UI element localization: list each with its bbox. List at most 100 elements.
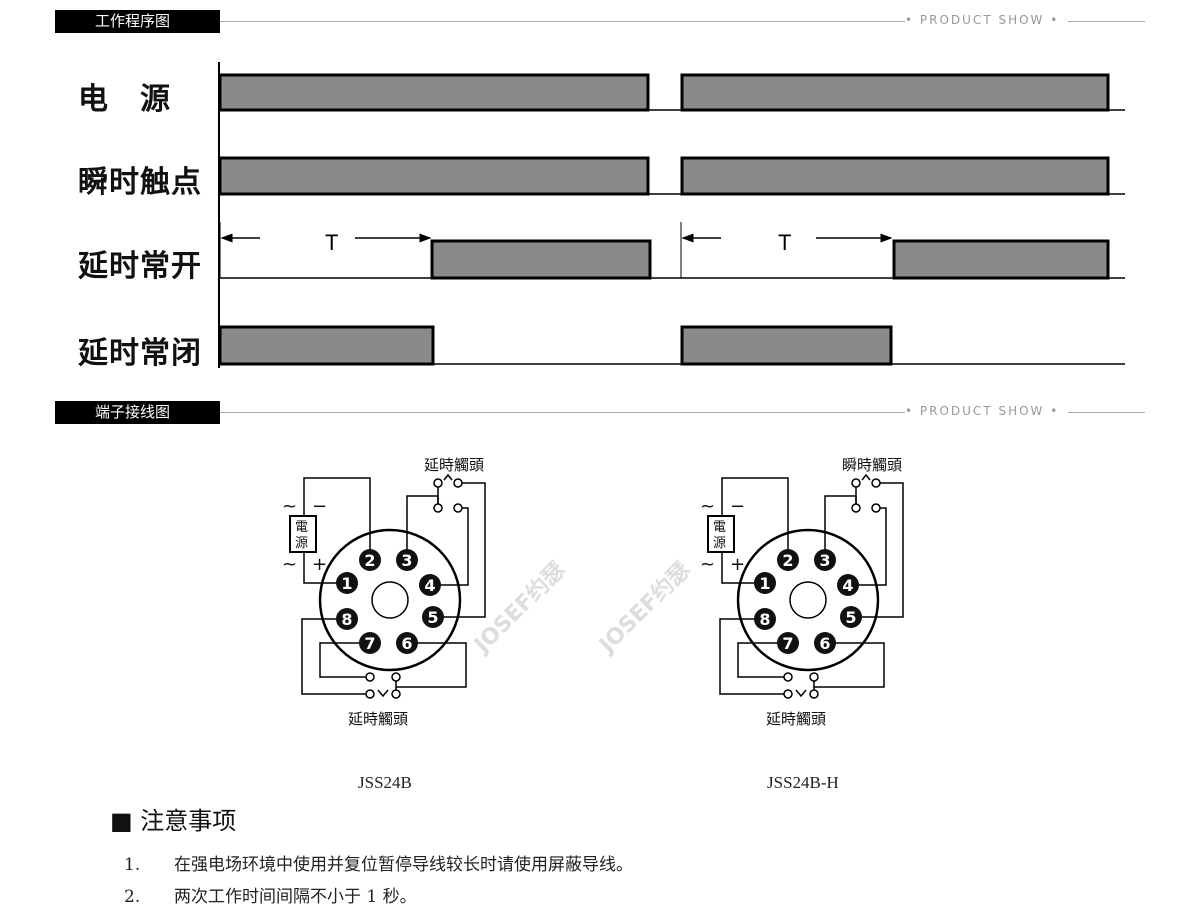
power-label: 源 [713, 536, 726, 551]
contact-terminal [433, 503, 443, 513]
power-label: 電 [295, 520, 308, 535]
pin-number: 3 [819, 551, 830, 570]
row-label-delay-nc: 延时常闭 [78, 336, 202, 371]
delay-label: T [325, 230, 338, 255]
socket-outline [318, 528, 462, 672]
wire [813, 642, 885, 688]
signal-high-bar [218, 156, 650, 196]
section-header-timing: 工作程序图 [55, 10, 220, 33]
wire [395, 642, 467, 688]
signal-high-bar [430, 239, 652, 280]
row-label-delay-no: 延时常开 [78, 249, 202, 284]
pin-4 [419, 574, 441, 596]
product-show-tag: • PRODUCT SHOW • [905, 13, 1060, 27]
center-key [371, 581, 409, 619]
pin-number: 2 [782, 551, 793, 570]
contact-terminal [851, 478, 861, 488]
product-show-tag: • PRODUCT SHOW • [905, 404, 1060, 418]
row-label-power: 电 源 [78, 82, 171, 117]
contact-terminal [391, 689, 401, 699]
contact-terminal [783, 672, 793, 682]
wire [303, 477, 371, 560]
pin-2 [777, 549, 799, 571]
pin-1 [336, 572, 358, 594]
signal-high-bar [680, 325, 893, 366]
pin-number: 3 [401, 551, 412, 570]
relay-diagram [707, 473, 904, 699]
pin-1 [754, 572, 776, 594]
contact-terminal [851, 503, 861, 513]
wire [721, 477, 789, 560]
pin-7 [359, 632, 381, 654]
wire [433, 482, 486, 618]
note-item: 1.在强电场环境中使用并复位暂停导线较长时请使用屏蔽导线。 [124, 850, 633, 875]
note-text: 两次工作时间间隔不小于 1 秒。 [174, 887, 417, 907]
plus-symbol: + [730, 554, 745, 575]
pin-6 [396, 632, 418, 654]
wire [430, 507, 469, 586]
plus-symbol: + [312, 554, 327, 575]
note-number: 1. [124, 855, 141, 875]
ac-symbol: ~ [700, 554, 715, 575]
wire [719, 618, 788, 695]
pin-number: 1 [759, 574, 770, 593]
power-box [289, 515, 317, 553]
contact-terminal [391, 672, 401, 682]
pin-8 [754, 608, 776, 630]
wire [851, 482, 904, 618]
contact-terminal [453, 503, 463, 513]
contact-terminal [365, 672, 375, 682]
timing-chart: T T [218, 62, 1125, 368]
ac-symbol: ~ [282, 554, 297, 575]
top-contact-label: 延時觸頭 [424, 456, 484, 474]
pin-number: 5 [845, 608, 856, 627]
section-header-wiring: 端子接线图 [55, 401, 220, 424]
model-label: JSS24B-H [767, 773, 839, 792]
delay-label: T [778, 230, 791, 255]
signal-high-bar [680, 156, 1110, 196]
power-label: 源 [295, 536, 308, 551]
model-label: JSS24B [358, 773, 412, 792]
contact-terminal [783, 689, 793, 699]
contact-arm [861, 473, 871, 481]
contact-arm [795, 689, 807, 698]
contact-terminal [871, 478, 881, 488]
signal-high-bar [218, 325, 435, 366]
contact-arm [443, 473, 453, 481]
contact-terminal [453, 478, 463, 488]
bottom-contact-label: 延時觸頭 [766, 710, 826, 728]
divider [220, 21, 905, 22]
power-box [707, 515, 735, 553]
wire [319, 642, 370, 678]
signal-high-bar [218, 73, 650, 112]
center-key [789, 581, 827, 619]
bottom-contact-label: 延時觸頭 [348, 710, 408, 728]
pin-3 [396, 549, 418, 571]
divider [1068, 21, 1145, 22]
pin-number: 8 [341, 610, 352, 629]
divider [220, 412, 905, 413]
pin-6 [814, 632, 836, 654]
pin-4 [837, 574, 859, 596]
pin-8 [336, 608, 358, 630]
relay-diagram [289, 473, 486, 699]
divider [1068, 412, 1145, 413]
notes-title: ■ 注意事项 [110, 807, 237, 835]
minus-symbol: − [312, 496, 327, 517]
row-label-instant: 瞬时触点 [78, 165, 202, 200]
pin-3 [814, 549, 836, 571]
wire [737, 642, 788, 678]
pin-number: 4 [424, 576, 435, 595]
wire [303, 552, 347, 584]
pin-number: 1 [341, 574, 352, 593]
power-label: 電 [713, 520, 726, 535]
contact-arm [377, 689, 389, 698]
contact-terminal [809, 689, 819, 699]
pin-5 [840, 606, 862, 628]
pin-2 [359, 549, 381, 571]
contact-terminal [365, 689, 375, 699]
note-item: 2.两次工作时间间隔不小于 1 秒。 [124, 882, 417, 907]
pin-number: 6 [819, 634, 830, 653]
top-contact-label: 瞬時觸頭 [842, 456, 902, 474]
